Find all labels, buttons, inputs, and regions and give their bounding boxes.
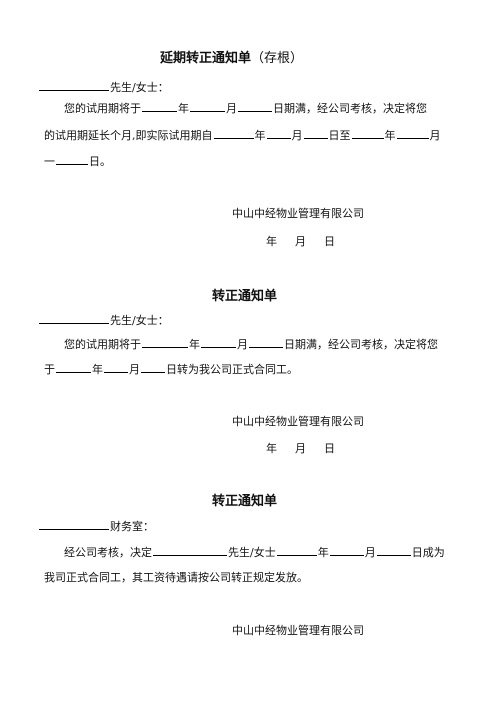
section3-line2: 我司正式合同工，其工资待遇请按公司转正规定发放。	[44, 571, 308, 584]
section2-date: 年月日	[266, 442, 335, 455]
section1-line1: 您的试用期将于年月日期满，经公司考核，决定将您	[64, 101, 427, 115]
name-blank[interactable]	[39, 313, 109, 324]
section1-title-text: 延期转正通知单	[160, 51, 252, 66]
section1-title: 延期转正通知单（存根）	[160, 52, 303, 66]
start-month-blank[interactable]	[266, 128, 291, 139]
year-blank[interactable]	[276, 545, 317, 556]
section2-company: 中山中经物业管理有限公司	[232, 415, 364, 428]
section1-title-suffix: （存根）	[251, 51, 304, 66]
month-blank[interactable]	[104, 362, 128, 373]
day-blank[interactable]	[238, 101, 272, 112]
employee-name-blank[interactable]	[153, 545, 227, 556]
section3-title: 转正通知单	[212, 494, 278, 509]
month-blank[interactable]	[190, 101, 225, 112]
end-month-blank[interactable]	[396, 128, 429, 139]
section2-title: 转正通知单	[212, 289, 278, 304]
section1-company: 中山中经物业管理有限公司	[232, 207, 364, 220]
day-blank[interactable]	[141, 362, 165, 373]
section1-date: 年月日	[266, 235, 335, 248]
section3-line1: 经公司考核，决定先生/女士年月日成为	[64, 545, 445, 559]
name-blank[interactable]	[39, 80, 109, 91]
year-blank[interactable]	[56, 362, 91, 373]
start-year-blank[interactable]	[213, 128, 254, 139]
section1-line3: 一日。	[44, 154, 111, 168]
start-day-blank[interactable]	[303, 128, 328, 139]
month-blank[interactable]	[329, 545, 364, 556]
section3-salutation: 财务室：	[38, 519, 154, 534]
section2-line1: 您的试用期将于年月日期满，经公司考核，决定将您	[64, 337, 438, 351]
day-blank[interactable]	[249, 337, 283, 348]
name-blank[interactable]	[39, 519, 109, 530]
year-blank[interactable]	[142, 337, 188, 348]
section2-line2: 于年月日转为我公司正式合同工。	[44, 362, 298, 376]
section2-salutation: 先生/女士：	[38, 313, 169, 328]
section3-company: 中山中经物业管理有限公司	[232, 624, 364, 637]
section1-salutation: 先生/女士：	[38, 80, 169, 95]
section1-line2: 的试用期延长个月,即实际试用期自年月日至年月	[44, 128, 441, 142]
day-blank[interactable]	[376, 545, 411, 556]
year-blank[interactable]	[142, 101, 177, 112]
end-day-blank[interactable]	[56, 154, 88, 165]
end-year-blank[interactable]	[351, 128, 384, 139]
month-blank[interactable]	[201, 337, 236, 348]
